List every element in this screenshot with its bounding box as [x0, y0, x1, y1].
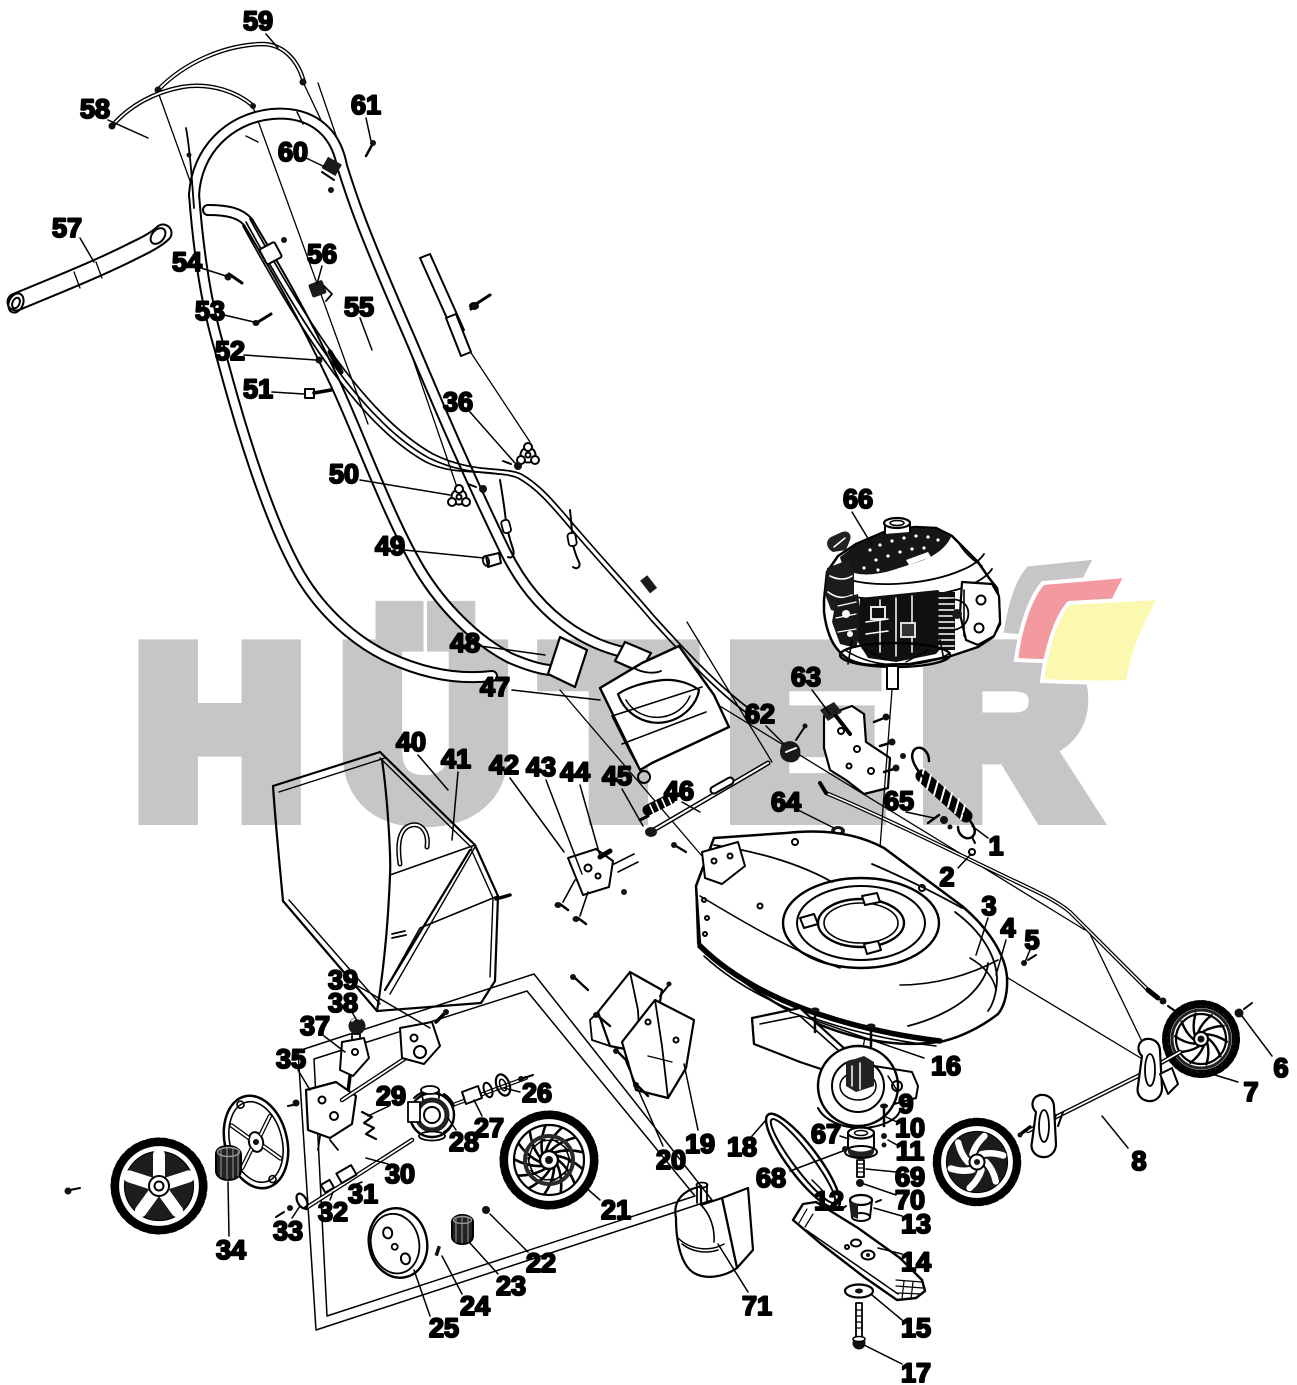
svg-text:5: 5	[1024, 925, 1039, 955]
svg-text:9: 9	[898, 1089, 913, 1119]
svg-text:41: 41	[441, 744, 471, 774]
svg-text:53: 53	[195, 296, 225, 326]
svg-text:18: 18	[727, 1132, 757, 1162]
svg-text:7: 7	[1243, 1077, 1258, 1107]
svg-text:43: 43	[526, 752, 556, 782]
svg-text:39: 39	[328, 965, 358, 995]
svg-text:55: 55	[344, 292, 374, 322]
svg-text:47: 47	[480, 672, 510, 702]
svg-text:48: 48	[450, 628, 480, 658]
svg-text:45: 45	[602, 761, 632, 791]
svg-text:21: 21	[601, 1195, 631, 1225]
svg-text:24: 24	[460, 1291, 490, 1321]
svg-text:56: 56	[307, 239, 337, 269]
svg-text:71: 71	[742, 1291, 772, 1321]
svg-text:69: 69	[895, 1162, 925, 1192]
svg-text:51: 51	[243, 374, 273, 404]
svg-text:2: 2	[939, 862, 954, 892]
svg-text:57: 57	[52, 213, 82, 243]
svg-text:64: 64	[771, 787, 801, 817]
svg-text:62: 62	[745, 699, 775, 729]
svg-text:12: 12	[814, 1186, 844, 1216]
svg-text:54: 54	[172, 247, 202, 277]
svg-text:58: 58	[80, 94, 110, 124]
svg-text:27: 27	[474, 1113, 504, 1143]
svg-text:20: 20	[656, 1145, 686, 1175]
svg-text:35: 35	[276, 1044, 306, 1074]
svg-text:44: 44	[560, 757, 590, 787]
svg-text:14: 14	[901, 1247, 931, 1277]
svg-text:13: 13	[901, 1209, 931, 1239]
svg-text:15: 15	[901, 1313, 931, 1343]
svg-text:28: 28	[449, 1127, 479, 1157]
svg-text:65: 65	[884, 786, 914, 816]
svg-text:1: 1	[988, 831, 1003, 861]
svg-text:61: 61	[351, 90, 381, 120]
svg-text:25: 25	[429, 1313, 459, 1343]
svg-text:29: 29	[376, 1081, 406, 1111]
svg-text:26: 26	[522, 1078, 552, 1108]
svg-text:52: 52	[215, 336, 245, 366]
svg-text:38: 38	[328, 988, 358, 1018]
svg-text:36: 36	[443, 387, 473, 417]
svg-text:19: 19	[685, 1129, 715, 1159]
svg-text:60: 60	[278, 137, 308, 167]
svg-text:34: 34	[216, 1235, 246, 1265]
svg-text:50: 50	[329, 459, 359, 489]
svg-text:42: 42	[489, 750, 519, 780]
svg-text:59: 59	[243, 6, 273, 36]
svg-text:23: 23	[496, 1271, 526, 1301]
svg-text:49: 49	[375, 531, 405, 561]
svg-text:46: 46	[664, 776, 694, 806]
svg-text:32: 32	[318, 1197, 348, 1227]
svg-text:22: 22	[526, 1248, 556, 1278]
svg-text:10: 10	[895, 1113, 925, 1143]
svg-text:37: 37	[300, 1011, 330, 1041]
svg-text:17: 17	[901, 1358, 931, 1385]
svg-text:8: 8	[1131, 1146, 1146, 1176]
svg-text:70: 70	[895, 1185, 925, 1215]
svg-text:31: 31	[348, 1179, 378, 1209]
svg-text:67: 67	[811, 1119, 841, 1149]
svg-text:6: 6	[1273, 1053, 1288, 1083]
svg-text:3: 3	[981, 891, 996, 921]
svg-text:33: 33	[273, 1216, 303, 1246]
svg-text:68: 68	[756, 1163, 786, 1193]
svg-text:30: 30	[385, 1159, 415, 1189]
svg-text:40: 40	[396, 727, 426, 757]
svg-text:16: 16	[931, 1051, 961, 1081]
svg-text:63: 63	[791, 662, 821, 692]
svg-text:4: 4	[1000, 913, 1015, 943]
svg-text:11: 11	[896, 1136, 925, 1166]
svg-text:66: 66	[843, 484, 873, 514]
